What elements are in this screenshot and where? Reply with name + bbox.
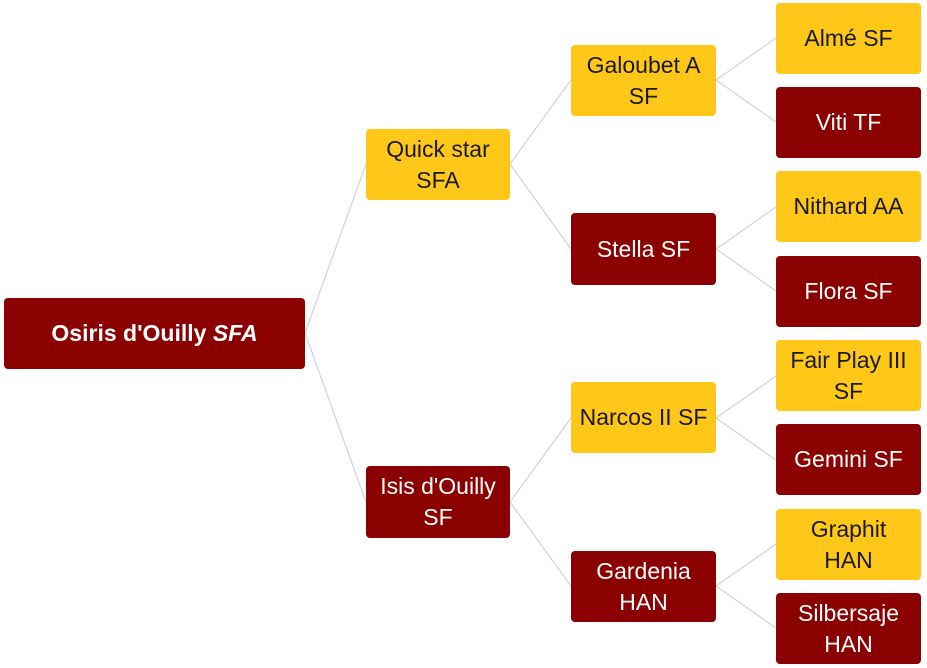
connector-g2b-sire <box>715 206 777 250</box>
great-grandparent-name-6: Gemini SF <box>794 446 903 472</box>
paternal-granddam-name: Stella SF <box>596 235 691 262</box>
connector-g2b-dam <box>715 248 777 292</box>
sire-name: Quick star SFA <box>386 135 490 193</box>
connector-g2d-dam <box>715 585 777 629</box>
dam-node: Isis d'Ouilly SF <box>366 466 510 538</box>
great-grandparent-name-7: Graphit HAN <box>810 515 887 573</box>
root-horse-node: Osiris d'Ouilly SFA <box>4 298 305 369</box>
paternal-grandsire-node: Galoubet A SF <box>571 45 716 116</box>
connector-g2a-dam <box>715 79 777 123</box>
great-grandparent-name-5: Fair Play III SF <box>790 346 907 404</box>
connector-sire-dam <box>509 163 572 250</box>
connector-root-sire <box>304 163 367 334</box>
connector-g2c-sire <box>715 375 777 419</box>
connector-sire-sire <box>509 79 572 165</box>
great-grandparent-name-8: Silbersaje HAN <box>798 599 899 657</box>
paternal-granddam-node: Stella SF <box>571 213 716 285</box>
connector-g2d-sire <box>715 543 777 587</box>
great-grandparent-name-1: Almé SF <box>804 25 893 51</box>
sire-node: Quick star SFA <box>366 129 510 200</box>
great-grandparent-node-4: Flora SF <box>776 256 921 327</box>
connector-g2c-dam <box>715 417 777 461</box>
maternal-grandsire-node: Narcos II SF <box>571 382 716 453</box>
great-grandparent-node-1: Almé SF <box>776 3 921 74</box>
great-grandparent-name-3: Nithard AA <box>793 193 904 219</box>
connector-root-dam <box>304 332 367 503</box>
great-grandparent-name-4: Flora SF <box>804 278 893 304</box>
great-grandparent-node-2: Viti TF <box>776 87 921 158</box>
great-grandparent-node-7: Graphit HAN <box>776 509 921 580</box>
dam-name: Isis d'Ouilly SF <box>380 473 496 530</box>
connector-dam-sire <box>509 417 572 503</box>
maternal-granddam-name: Gardenia HAN <box>596 557 691 615</box>
connector-g2a-sire <box>715 37 777 81</box>
paternal-grandsire-name: Galoubet A SF <box>586 51 701 109</box>
great-grandparent-node-5: Fair Play III SF <box>776 340 921 411</box>
root-horse-name: Osiris d'Ouilly <box>51 320 207 346</box>
maternal-grandsire-name: Narcos II SF <box>579 404 708 430</box>
maternal-granddam-node: Gardenia HAN <box>571 551 716 622</box>
connector-dam-dam <box>509 501 572 587</box>
great-grandparent-node-3: Nithard AA <box>776 171 921 242</box>
great-grandparent-node-8: Silbersaje HAN <box>776 593 921 664</box>
root-horse-suffix: SFA <box>212 320 258 346</box>
great-grandparent-node-6: Gemini SF <box>776 424 921 495</box>
great-grandparent-name-2: Viti TF <box>815 109 882 135</box>
